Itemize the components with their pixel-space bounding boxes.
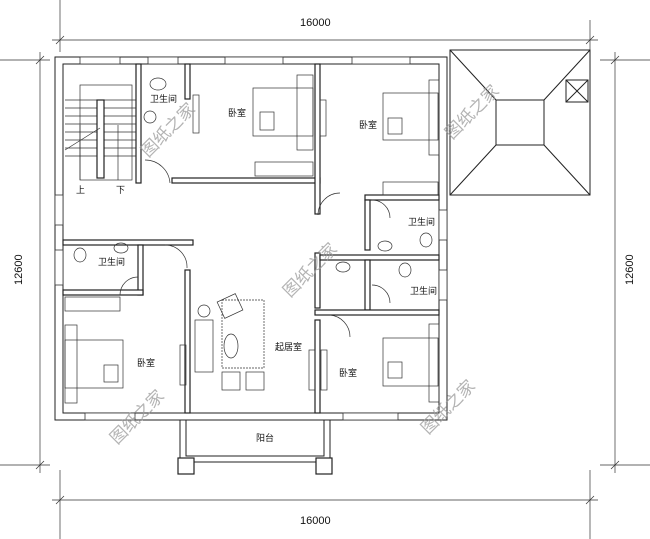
- room-label-bedroom: 卧室: [228, 107, 246, 119]
- cabinet: [320, 349, 328, 391]
- watermark: 图纸之家: [417, 376, 479, 438]
- sink-icon: [377, 240, 393, 252]
- interior-walls: [62, 63, 440, 414]
- room-label-balcony: 阳台: [256, 432, 274, 444]
- room-label-living: 起居室: [275, 341, 302, 353]
- balcony: [177, 420, 333, 475]
- doors[interactable]: [119, 159, 391, 338]
- cabinet: [308, 349, 316, 391]
- chimney: [565, 79, 589, 103]
- room-label-bedroom: 卧室: [359, 119, 377, 131]
- dimension-bottom: 16000: [300, 515, 331, 527]
- room-label-bath: 卫生间: [410, 285, 437, 297]
- dimension-right: 12600: [624, 254, 636, 285]
- toilet-icon: [398, 262, 412, 278]
- toilet-icon: [73, 247, 87, 263]
- bed-bottom-right: [382, 323, 440, 403]
- toilet-icon: [419, 232, 433, 248]
- sink-icon: [113, 242, 129, 254]
- room-label-bedroom: 卧室: [339, 367, 357, 379]
- dimension-top: 16000: [300, 17, 331, 29]
- wardrobe: [64, 296, 121, 312]
- wardrobe: [382, 181, 439, 196]
- roof-plan: [449, 49, 591, 196]
- room-label-bath: 卫生间: [98, 256, 125, 268]
- room-label-bath: 卫生间: [408, 216, 435, 228]
- stair-up-label: 上: [76, 185, 85, 196]
- tv-cabinet: [179, 344, 187, 386]
- dimension-left: 12600: [13, 254, 25, 285]
- watermark: 图纸之家: [137, 99, 199, 161]
- staircase[interactable]: [64, 84, 136, 181]
- sofa-set: [194, 293, 265, 391]
- bed-top-right: [382, 79, 440, 156]
- room-label-bedroom: 卧室: [137, 357, 155, 369]
- room-label-bath: 卫生间: [150, 93, 177, 105]
- watermark: 图纸之家: [441, 81, 503, 143]
- watermark: 图纸之家: [279, 239, 341, 301]
- sink-icon: [143, 110, 157, 124]
- outer-walls: [54, 56, 448, 421]
- sink-icon: [335, 261, 351, 273]
- bed-left: [64, 324, 124, 404]
- cabinet: [192, 94, 200, 134]
- bed-top: [252, 74, 314, 151]
- cabinet: [319, 99, 327, 137]
- wardrobe: [254, 161, 314, 177]
- toilet-icon: [149, 77, 167, 91]
- stair-down-label: 下: [116, 186, 125, 196]
